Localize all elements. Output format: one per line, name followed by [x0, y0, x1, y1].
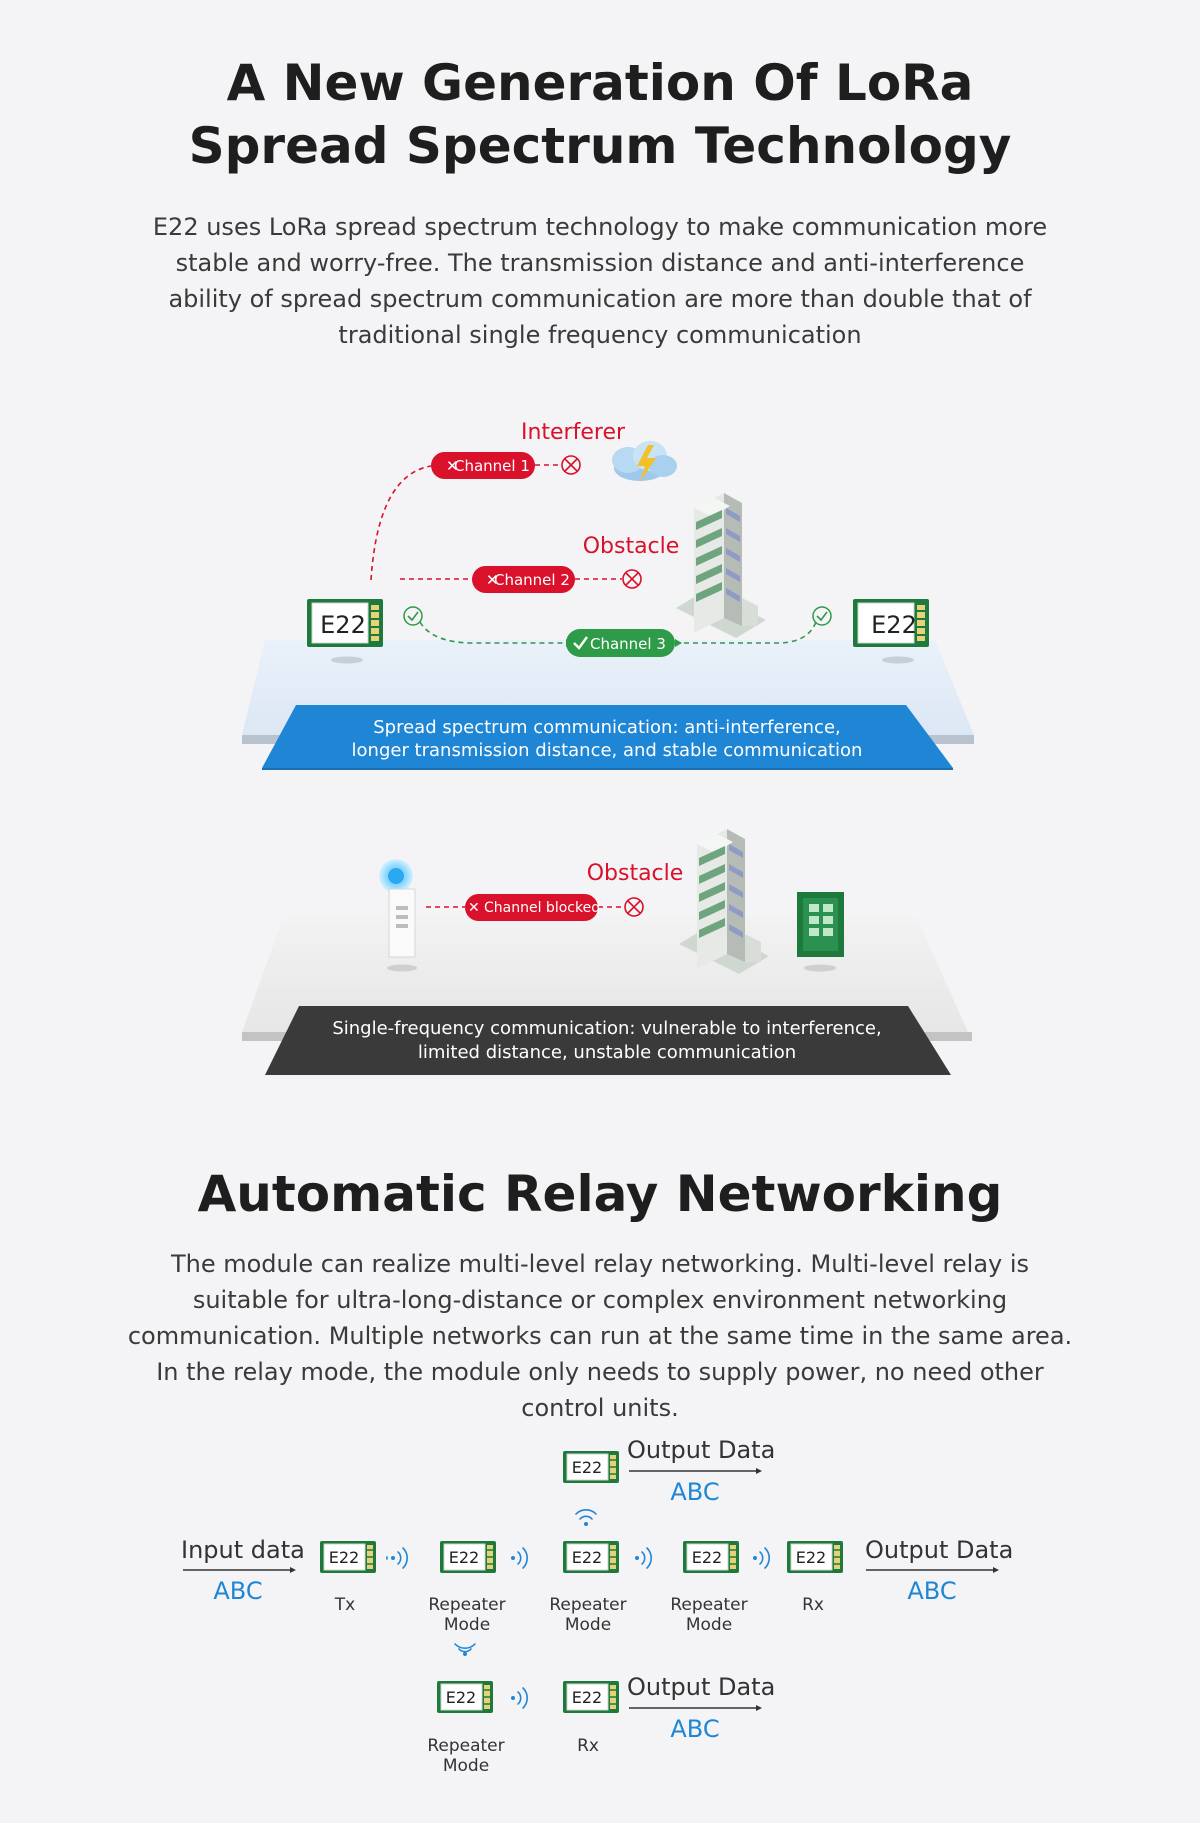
- relay-rx-module-label: E22: [796, 1548, 826, 1567]
- relay-bottom-repeater-module-label: E22: [446, 1688, 476, 1707]
- relay-output-value-bottom: ABC: [670, 1715, 719, 1743]
- section1-title-line2: Spread Spectrum Technology: [188, 117, 1012, 175]
- channel2-x-icon: ✕: [486, 571, 499, 589]
- signal-icon-down: [454, 1643, 476, 1656]
- spread-banner-line2: longer transmission distance, and stable…: [352, 740, 863, 761]
- relay-repeater-2-line1: Repeater: [549, 1595, 626, 1615]
- section1-title-line1: A New Generation Of LoRa: [226, 54, 974, 112]
- relay-input-label: Input data: [181, 1536, 305, 1564]
- check-icon-left: [403, 606, 423, 626]
- relay-input-value: ABC: [213, 1577, 262, 1605]
- channel1-x-icon: ✕: [446, 457, 459, 475]
- relay-repeater-3-module: E22: [682, 1540, 740, 1574]
- channel1-label: Channel 1: [454, 457, 530, 475]
- channel3-pill: Channel 3: [566, 629, 675, 657]
- section2-description: The module can realize multi-level relay…: [127, 1250, 1073, 1422]
- channel1-blocked-icon: [561, 455, 581, 475]
- relay-output-label-right: Output Data: [865, 1536, 1013, 1564]
- obstacle-label-lower: Obstacle: [587, 861, 684, 886]
- relay-repeater-3-line1: Repeater: [670, 1595, 747, 1615]
- relay-output-label-top: Output Data: [627, 1436, 775, 1464]
- signal-icon-bottom: [511, 1687, 528, 1709]
- channel1-path: [370, 465, 432, 581]
- relay-output-value-right: ABC: [907, 1577, 956, 1605]
- e22-module-left-label: E22: [320, 611, 366, 639]
- relay-rx-label: Rx: [802, 1595, 824, 1615]
- relay-top-module-label: E22: [572, 1458, 602, 1477]
- section1-title: A New Generation Of LoRa Spread Spectrum…: [0, 52, 1200, 178]
- relay-top-module: E22: [562, 1450, 620, 1484]
- single-platform: [242, 918, 972, 1075]
- signal-icon-3: [635, 1547, 652, 1569]
- relay-repeater-2-line2: Mode: [565, 1615, 611, 1635]
- relay-bottom-repeater-line1: Repeater: [427, 1736, 504, 1756]
- single-banner-line2: limited distance, unstable communication: [418, 1042, 796, 1063]
- signal-icon-1: [386, 1547, 408, 1569]
- remote-transmitter-icon: [379, 859, 417, 972]
- spread-platform: [242, 640, 974, 770]
- storm-cloud-icon: [612, 441, 677, 482]
- relay-repeater-2-module-label: E22: [572, 1548, 602, 1567]
- relay-bottom-rx-label: Rx: [577, 1736, 599, 1756]
- relay-tx-label: Tx: [334, 1595, 355, 1615]
- channel-blocked-label: Channel blocked: [484, 900, 600, 916]
- relay-repeater-1-line2: Mode: [444, 1615, 490, 1635]
- obstacle-label-upper: Obstacle: [583, 534, 680, 559]
- relay-rx-module: E22: [786, 1540, 844, 1574]
- relay-bottom-rx-module-label: E22: [572, 1688, 602, 1707]
- interferer-label: Interferer: [521, 420, 626, 445]
- section2-title: Automatic Relay Networking: [197, 1165, 1003, 1223]
- e22-module-left: E22: [306, 598, 384, 664]
- relay-tx-module-label: E22: [329, 1548, 359, 1567]
- channel3-check-icon: [573, 636, 588, 650]
- channel2-pill: ✕ Channel 2: [472, 566, 575, 593]
- relay-repeater-1-line1: Repeater: [428, 1595, 505, 1615]
- relay-repeater-3-line2: Mode: [686, 1615, 732, 1635]
- channel2-blocked-icon: [622, 569, 642, 589]
- single-banner-line1: Single-frequency communication: vulnerab…: [332, 1018, 881, 1039]
- section1-description: E22 uses LoRa spread spectrum technology…: [152, 213, 1048, 349]
- channel1-pill: ✕ Channel 1: [431, 452, 535, 479]
- relay-tx-module: E22: [319, 1540, 377, 1574]
- signal-icon-4: [753, 1547, 770, 1569]
- relay-repeater-1-module: E22: [439, 1540, 497, 1574]
- e22-module-right: E22: [852, 598, 930, 664]
- channel2-label: Channel 2: [494, 571, 570, 589]
- signal-icon-up: [575, 1509, 597, 1526]
- relay-output-label-bottom: Output Data: [627, 1673, 775, 1701]
- spread-banner-line1: Spread spectrum communication: anti-inte…: [373, 717, 841, 738]
- relay-diagram: Input data ABC E22 Tx E22 Repeater Mode …: [181, 1436, 1013, 1776]
- channel-blocked-pill: ✕ Channel blocked: [465, 894, 600, 921]
- relay-repeater-2-module: E22: [562, 1540, 620, 1574]
- signal-icon-2: [511, 1547, 528, 1569]
- relay-repeater-3-module-label: E22: [692, 1548, 722, 1567]
- receiver-board-icon: [797, 892, 844, 972]
- check-icon-right: [812, 606, 832, 626]
- channel-blocked-x-icon: ✕: [468, 900, 480, 916]
- channel-blocked-icon: [624, 897, 644, 917]
- building-icon-upper: [676, 493, 766, 638]
- relay-bottom-repeater-line2: Mode: [443, 1756, 489, 1776]
- relay-repeater-1-module-label: E22: [449, 1548, 479, 1567]
- relay-output-value-top: ABC: [670, 1478, 719, 1506]
- channel3-label: Channel 3: [590, 635, 666, 653]
- relay-bottom-repeater-module: E22: [436, 1680, 494, 1714]
- relay-bottom-rx-module: E22: [562, 1680, 620, 1714]
- e22-module-right-label: E22: [871, 611, 917, 639]
